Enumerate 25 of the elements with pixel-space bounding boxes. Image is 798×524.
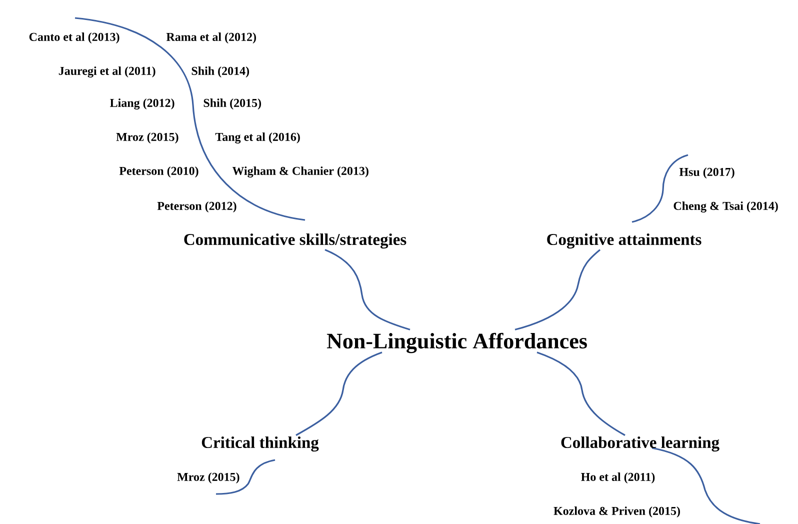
branch-topic: Collaborative learning: [561, 436, 720, 452]
connector-curve: [514, 249, 601, 330]
connector-curve: [296, 352, 382, 436]
branch-topic: Critical thinking: [202, 436, 319, 452]
connector-curve: [324, 249, 410, 330]
citation: Tang et al (2016): [215, 132, 300, 144]
branch-topic: Communicative skills/strategies: [184, 233, 406, 249]
citation: Peterson (2012): [157, 202, 236, 212]
citation: Hsu (2017): [679, 168, 734, 178]
citation: Kozlova & Priven (2015): [554, 506, 680, 518]
branch-topic: Cognitive attainments: [547, 233, 702, 249]
citation: Wigham & Chanier (2013): [232, 166, 368, 178]
citation: Liang (2012): [110, 98, 174, 110]
connector-curve: [536, 352, 626, 436]
citation: Shih (2015): [204, 98, 262, 110]
citation: Rama et al (2012): [166, 32, 256, 44]
citation: Peterson (2010): [119, 166, 198, 178]
citation: Ho et al (2011): [581, 472, 655, 484]
citation: Canto et al (2013): [29, 32, 120, 44]
citation: Mroz (2015): [177, 472, 240, 484]
citation: Shih (2014): [192, 66, 250, 78]
citation: Mroz (2015): [116, 132, 178, 144]
central-topic: Non-Linguistic Affordances: [326, 332, 587, 354]
citation: Jauregi et al (2011): [58, 66, 156, 78]
citation: Cheng & Tsai (2014): [674, 202, 778, 212]
